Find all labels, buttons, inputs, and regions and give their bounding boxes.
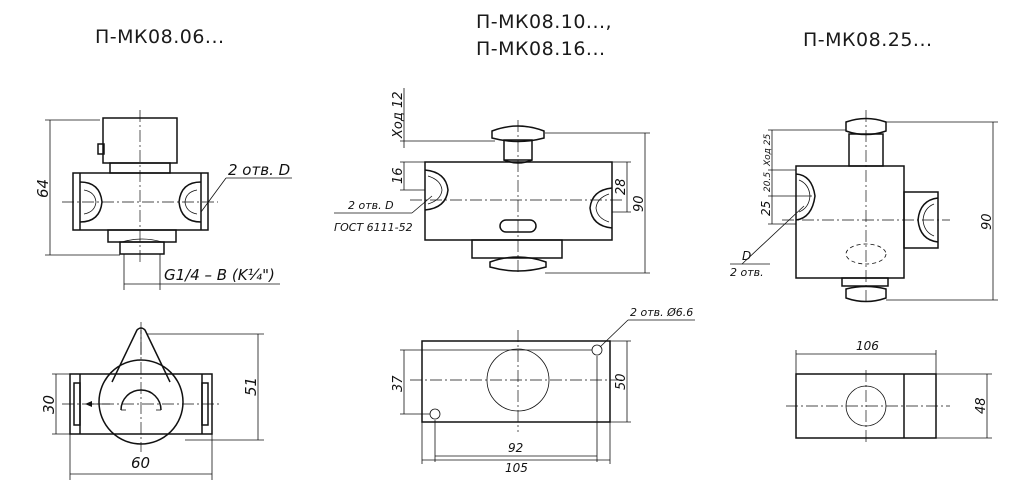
middle-dim-92: 92 [508,441,523,455]
right-holes-label: 2 отв. [730,266,764,279]
right-stroke-label: Ход 25 [763,134,773,167]
middle-dim-90: 90 [632,195,647,212]
left-holes-label: 2 отв. D [228,161,290,179]
right-dim-90: 90 [980,213,995,230]
left-dim-30: 30 [40,395,58,414]
right-dim-25: 25 [759,201,773,216]
title-pmk0806: П-МК08.06... [95,26,225,48]
left-front-view: 64 2 отв. D G1/4 – В (K¼") [34,110,292,290]
middle-holes-label: 2 отв. D [348,199,394,212]
title-pmk0816: П-МК08.16... [476,38,606,60]
right-top-view: 106 48 [786,339,992,445]
left-top-view: 51 30 60 [40,322,264,480]
middle-top-view: 2 отв. Ø6.6 37 50 92 105 [391,306,695,475]
middle-dim-50: 50 [614,373,629,390]
middle-mount-holes-label: 2 отв. Ø6.6 [630,306,693,319]
left-dim-51: 51 [242,377,260,396]
left-thread-label: G1/4 – В (K¼") [164,266,275,284]
middle-dim-16: 16 [391,167,406,184]
middle-gost-label: ГОСТ 6111-52 [334,221,413,234]
left-dim-64: 64 [34,179,52,198]
middle-stroke-label: Ход 12 [391,91,406,139]
middle-dim-28: 28 [614,178,629,195]
middle-front-view: Ход 12 16 28 90 2 отв. D ГОСТ 6111-52 [334,88,650,275]
right-dim-20-5: 20.5 [763,172,773,192]
right-d-label: D [742,249,751,263]
right-dim-106: 106 [856,339,879,353]
left-dim-60: 60 [131,454,150,472]
middle-dim-37: 37 [391,375,406,392]
middle-dim-105: 105 [505,461,528,475]
title-pmk0825: П-МК08.25... [803,29,933,51]
right-front-view: Ход 25 20.5 25 90 D 2 отв. [730,110,998,305]
title-pmk0810: П-МК08.10..., [476,11,613,33]
right-dim-48: 48 [974,397,989,414]
